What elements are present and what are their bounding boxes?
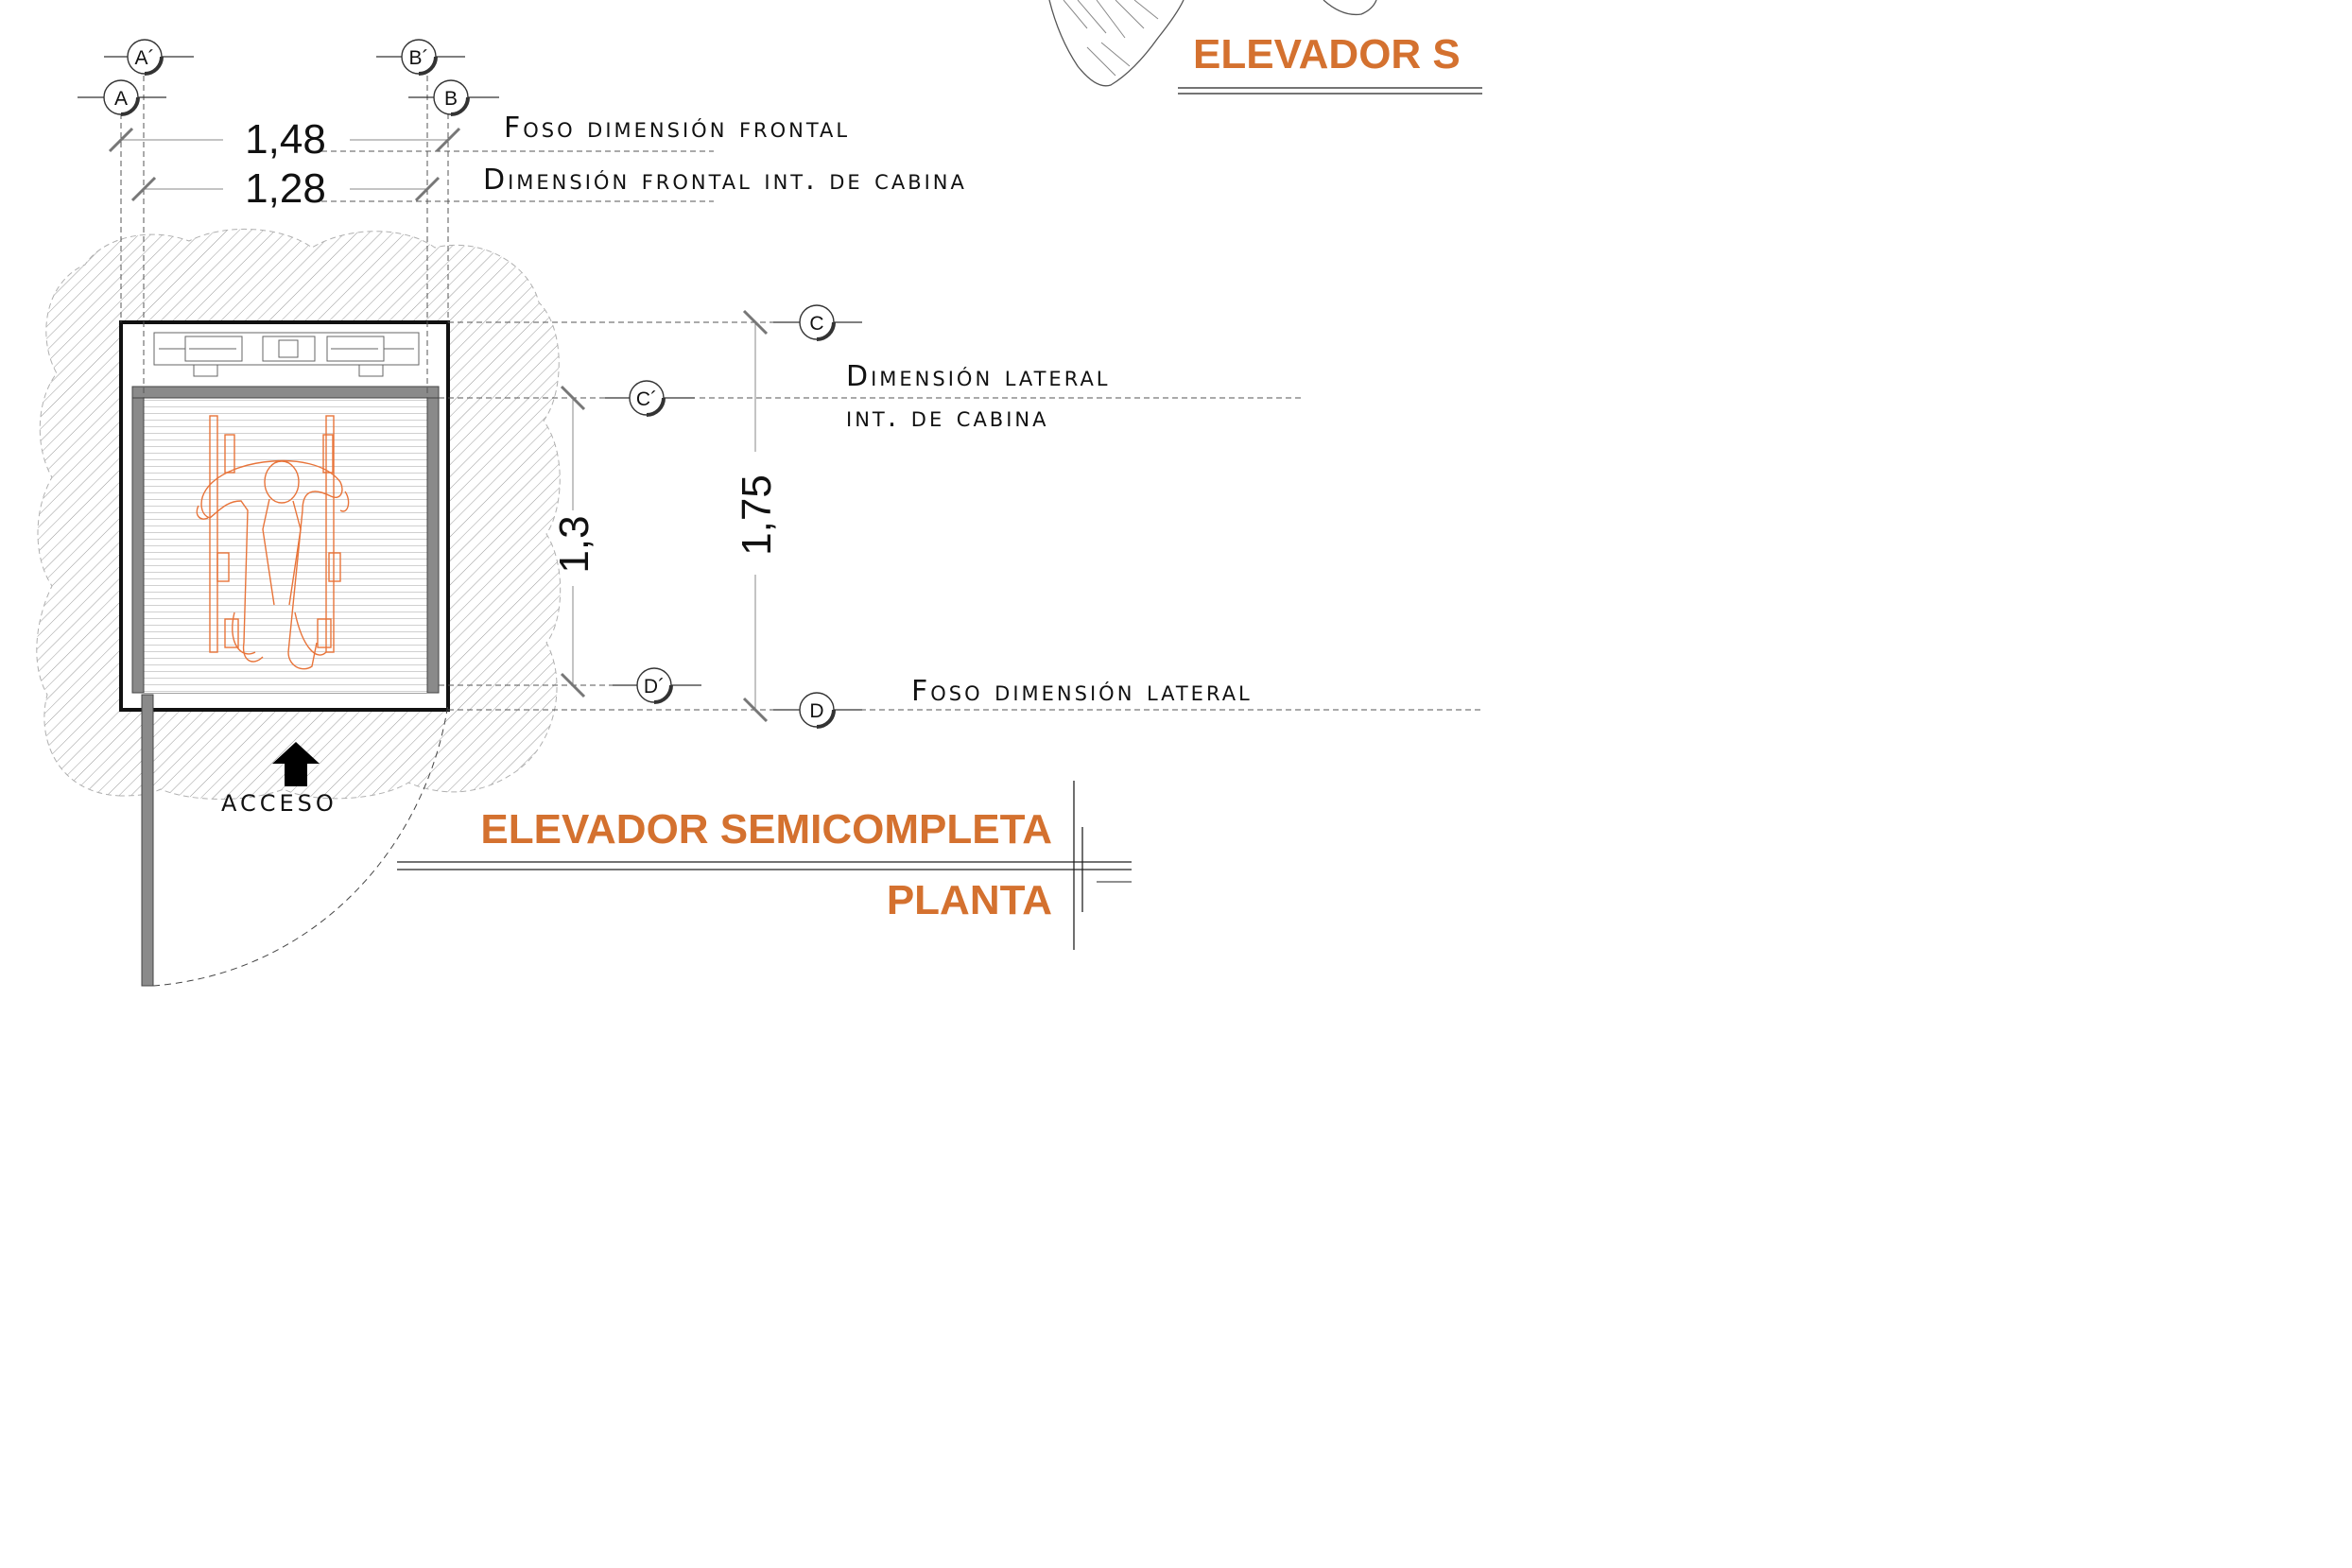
cabin (131, 386, 440, 694)
machine-assembly (153, 332, 420, 377)
svg-text:D´: D´ (644, 676, 665, 698)
sub-title: PLANTA (887, 877, 1052, 923)
cabina-lateral-label-line1: Dimensión lateral (846, 360, 1111, 393)
vertical-axis-lines (120, 66, 449, 398)
axis-bubble-c: C (773, 304, 862, 341)
access-arrow-icon (272, 742, 320, 786)
top-right-partial-drawing: ELEVADOR S (1048, 0, 1482, 95)
svg-text:C´: C´ (636, 388, 657, 410)
axis-bubble-a: A (78, 79, 166, 116)
foso-lateral-value: 1,75 (734, 474, 780, 556)
wheelchair-user-icon (196, 415, 350, 670)
svg-text:C: C (809, 313, 823, 335)
foso-frontal-label: Foso dimensión frontal (504, 112, 850, 145)
cabina-lateral-label-line2: int. de cabina (846, 401, 1048, 434)
svg-text:A´: A´ (135, 47, 155, 69)
svg-text:D: D (809, 700, 823, 722)
main-title: ELEVADOR SEMICOMPLETA (480, 806, 1052, 853)
top-right-title: ELEVADOR S (1193, 31, 1461, 78)
title-block: ELEVADOR SEMICOMPLETA PLANTA (397, 781, 1132, 950)
cabina-frontal-label: Dimensión frontal int. de cabina (483, 164, 967, 197)
svg-text:B: B (444, 88, 458, 110)
axis-bubble-d: D (773, 692, 862, 729)
acceso-label: ACCESO (221, 790, 337, 817)
axis-bubble-a-prime: A´ (104, 39, 194, 76)
foso-lateral-label: Foso dimensión lateral (911, 675, 1253, 708)
elevator-plan-drawing: ELEVADOR S (36, 0, 1482, 987)
axis-bubble-b: B (408, 79, 499, 116)
dimension-ticks (108, 127, 769, 723)
axis-bubble-c-prime: C´ (605, 380, 695, 417)
svg-text:B´: B´ (409, 47, 429, 69)
horizontal-axis-lines (321, 150, 1482, 711)
svg-text:A: A (114, 88, 128, 110)
cabina-lateral-value: 1,3 (551, 515, 597, 573)
dimension-lines (121, 139, 756, 710)
axis-bubble-b-prime: B´ (376, 39, 465, 76)
cabina-frontal-value: 1,28 (245, 165, 326, 212)
axis-bubble-d-prime: D´ (613, 667, 701, 704)
access-door (141, 694, 449, 987)
foso-frontal-value: 1,48 (245, 116, 326, 163)
